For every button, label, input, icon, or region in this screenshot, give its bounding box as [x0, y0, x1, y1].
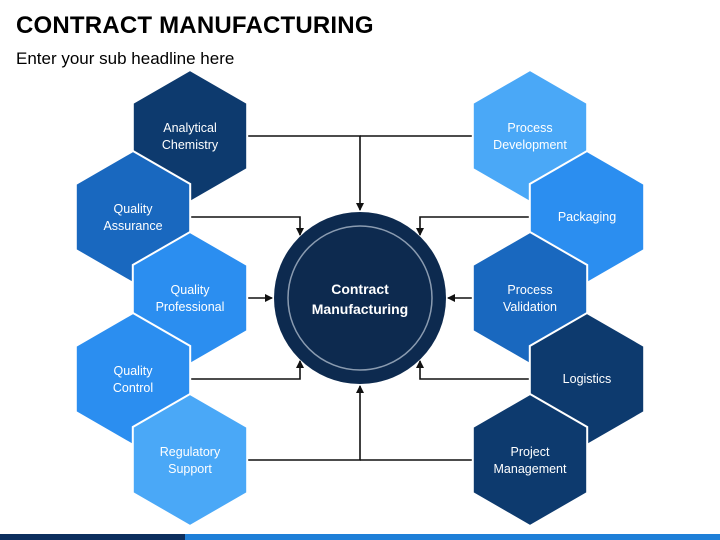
center-label-line1: Contract — [331, 281, 389, 297]
hex-project-management-label-line1: Project — [511, 445, 550, 459]
bottom-accent-bar — [0, 534, 720, 540]
hex-logistics-label-line1: Logistics — [563, 372, 612, 386]
hex-analytical-chemistry-label-line2: Chemistry — [162, 138, 219, 152]
hex-quality-control-label-line2: Control — [113, 381, 153, 395]
page-subtitle: Enter your sub headline here — [16, 49, 235, 68]
center-label-line2: Manufacturing — [312, 301, 408, 317]
hex-quality-control-label-line1: Quality — [114, 364, 154, 378]
hex-packaging-label-line1: Packaging — [558, 210, 616, 224]
connector-quality-assurance — [190, 216, 304, 236]
hex-regulatory-support-label-line2: Support — [168, 462, 212, 476]
hex-quality-assurance-label-line2: Assurance — [103, 219, 162, 233]
center-circle-ring — [287, 225, 433, 371]
connector-packaging — [416, 216, 540, 236]
hex-process-development-label-line1: Process — [507, 121, 552, 135]
hex-process-validation-label-line1: Process — [507, 283, 552, 297]
connector-logistics — [416, 360, 540, 380]
hex-project-management-label-line2: Management — [494, 462, 567, 476]
hex-project-management-shape — [471, 392, 589, 528]
hex-process-development-label-line2: Development — [493, 138, 567, 152]
hex-quality-professional-label-line1: Quality — [171, 283, 211, 297]
connector-analytical-chemistry — [244, 135, 364, 211]
connector-regulatory-support — [248, 385, 364, 461]
hex-analytical-chemistry-label-line1: Analytical — [163, 121, 217, 135]
hex-quality-assurance-label-line1: Quality — [114, 202, 154, 216]
connector-quality-control — [190, 360, 304, 380]
hexagon-group: AnalyticalChemistryQualityAssuranceQuali… — [74, 68, 646, 528]
hex-regulatory-support-label-line1: Regulatory — [160, 445, 221, 459]
hex-quality-professional-label-line2: Professional — [156, 300, 225, 314]
bottom-bar-light-segment — [185, 534, 720, 540]
bottom-bar-dark-segment — [0, 534, 185, 540]
center-node: Contract Manufacturing — [274, 212, 446, 384]
page-title: CONTRACT MANUFACTURING — [16, 12, 374, 39]
connector-lines — [190, 135, 540, 461]
center-circle-outer — [274, 212, 446, 384]
hex-regulatory-support-shape — [131, 392, 249, 528]
hex-process-validation-label-line2: Validation — [503, 300, 557, 314]
